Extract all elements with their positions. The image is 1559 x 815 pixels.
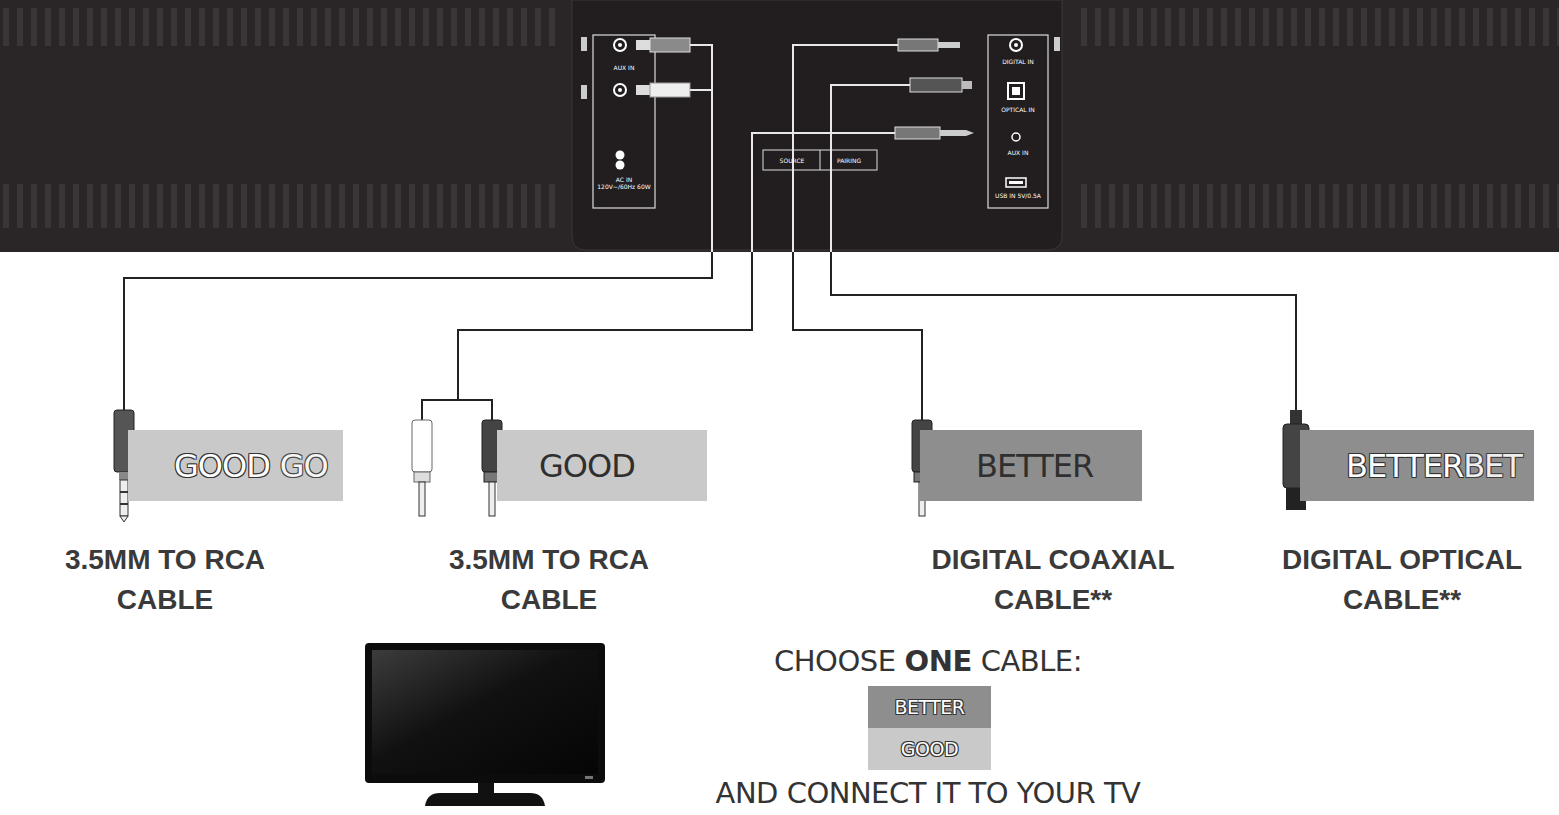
cable-rating-band: GOOD GO: [128, 430, 343, 501]
port-label: AUX IN: [990, 149, 1046, 156]
rating-text: GOOD: [539, 447, 635, 485]
instruction-text: AND CONNECT IT TO YOUR TV: [628, 776, 1228, 810]
repeated-rating-text: GO: [280, 447, 328, 485]
cable-caption: DIGITAL COAXIAL CABLE**: [903, 540, 1203, 620]
rating-text: GOOD: [174, 447, 270, 485]
heading-word: CHOOSE: [774, 644, 895, 678]
port-label: OPTICAL IN: [990, 106, 1046, 113]
rating-text: BETTER: [976, 447, 1093, 485]
cable-caption: 3.5MM TO RCA CABLE: [399, 540, 699, 620]
button-label: PAIRING: [822, 157, 876, 164]
button-label: SOURCE: [765, 157, 819, 164]
rating-text: BETTER: [1346, 447, 1463, 485]
port-label: DIGITAL IN: [990, 58, 1046, 65]
cable-caption: DIGITAL OPTICAL CABLE**: [1252, 540, 1552, 620]
legend-text: BETTER: [894, 696, 964, 718]
port-label: USB IN 5V/0.5A: [990, 192, 1046, 199]
legend-heading: CHOOSE ONE CABLE:: [628, 644, 1228, 678]
port-label: AUX IN: [596, 64, 652, 71]
legend-text: GOOD: [901, 738, 958, 760]
cable-caption: 3.5MM TO RCA CABLE: [15, 540, 315, 620]
heading-word: ONE: [904, 644, 971, 678]
heading-word: CABLE:: [981, 644, 1082, 678]
cable-rating-band: BETTERBET: [1300, 430, 1534, 501]
legend-swatch: GOOD: [868, 728, 991, 770]
repeated-rating-text: BET: [1463, 447, 1522, 485]
legend-swatch: BETTER: [868, 686, 991, 728]
cable-rating-band: BETTER: [920, 430, 1142, 501]
port-label: AC IN 120V~/60Hz 60W: [596, 176, 652, 190]
cable-rating-band: GOOD: [497, 430, 707, 501]
